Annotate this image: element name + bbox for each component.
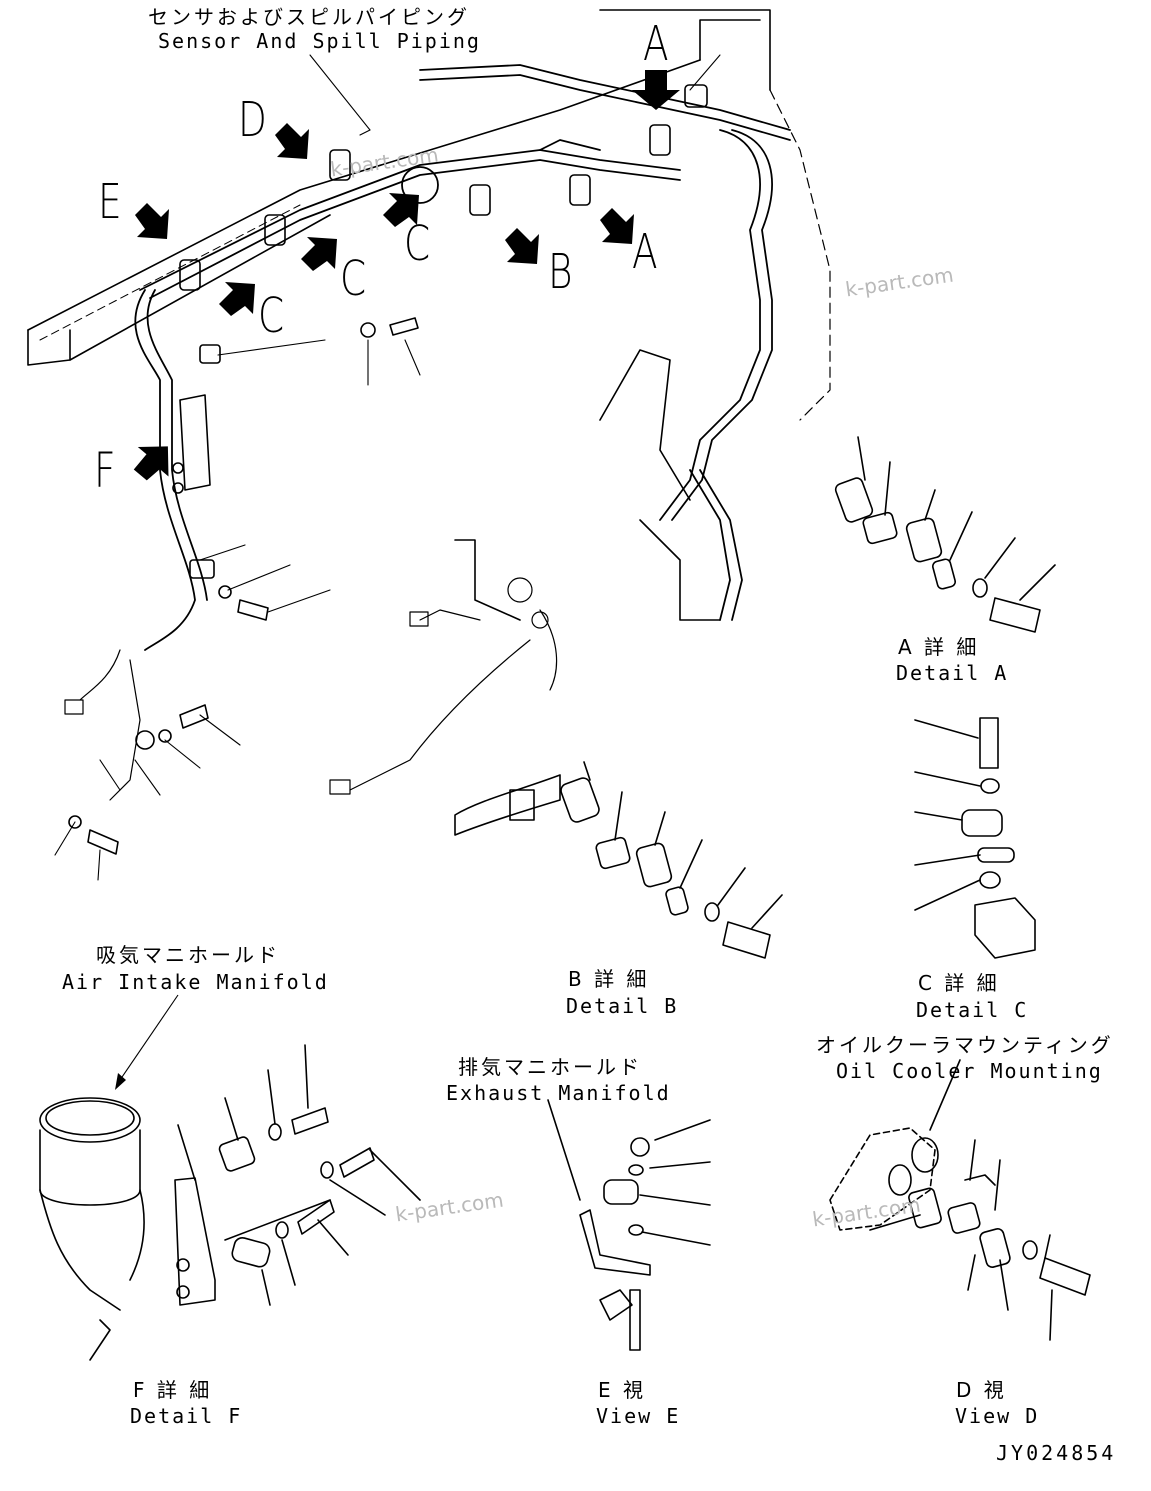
callout-e: E bbox=[98, 174, 122, 230]
exhaust-jp: 排気マニホールド bbox=[458, 1055, 642, 1079]
detail-a-en: Detail A bbox=[896, 661, 1009, 685]
detail-a-jp: A 詳 細 bbox=[898, 635, 980, 659]
callout-d: D bbox=[238, 92, 267, 148]
detail-f-drawing bbox=[39, 1044, 421, 1361]
view-d-en: View D bbox=[955, 1404, 1040, 1428]
callout-c-1: C bbox=[404, 216, 431, 272]
leader-lines bbox=[54, 54, 721, 881]
detail-c-jp: C 詳 細 bbox=[918, 971, 1000, 995]
detail-c-en: Detail C bbox=[916, 998, 1029, 1022]
view-d-jp: D 視 bbox=[956, 1378, 1007, 1402]
arrow-e bbox=[135, 203, 169, 239]
detail-a-drawing bbox=[834, 436, 1056, 633]
arrow-f bbox=[133, 446, 169, 481]
detail-b-jp: B 詳 細 bbox=[568, 967, 650, 991]
arrow-a-right bbox=[600, 208, 634, 244]
title-en: Sensor And Spill Piping bbox=[158, 29, 481, 53]
view-e-en: View E bbox=[596, 1404, 681, 1428]
view-e-jp: E 視 bbox=[598, 1378, 646, 1402]
oil-cooler-en: Oil Cooler Mounting bbox=[836, 1059, 1103, 1083]
callout-a-right: A bbox=[632, 224, 658, 280]
arrow-a-top bbox=[632, 70, 680, 110]
exhaust-en: Exhaust Manifold bbox=[446, 1081, 671, 1105]
callout-b: B bbox=[548, 244, 573, 300]
air-intake-jp: 吸気マニホールド bbox=[96, 943, 280, 967]
detail-f-en: Detail F bbox=[130, 1404, 243, 1428]
main-fasteners bbox=[68, 317, 419, 855]
detail-b-en: Detail B bbox=[566, 994, 679, 1018]
callout-c-3: C bbox=[258, 288, 285, 344]
detail-c-drawing bbox=[914, 717, 1036, 959]
arrow-b bbox=[505, 228, 539, 264]
arrow-c-2 bbox=[301, 237, 337, 271]
callout-f: F bbox=[94, 443, 116, 499]
spill-piping bbox=[134, 64, 791, 651]
detail-b-drawing bbox=[454, 761, 783, 959]
arrow-d bbox=[275, 123, 309, 159]
air-intake-en: Air Intake Manifold bbox=[62, 970, 329, 994]
detail-f-jp: F 詳 細 bbox=[133, 1378, 213, 1402]
arrow-c-3 bbox=[219, 282, 255, 316]
title-jp: センサおよびスピルパイピング bbox=[148, 5, 470, 29]
callout-arrows bbox=[133, 70, 680, 481]
arrow-c-1 bbox=[383, 193, 419, 227]
main-frame bbox=[27, 9, 831, 621]
view-e-drawing bbox=[547, 1099, 711, 1351]
drawing-code: JY024854 bbox=[996, 1441, 1117, 1465]
callout-c-2: C bbox=[340, 251, 367, 307]
view-d-drawing bbox=[829, 1059, 1091, 1341]
pipe-clamps bbox=[172, 84, 708, 579]
oil-cooler-jp: オイルクーラマウンティング bbox=[816, 1033, 1114, 1057]
callout-a-top: A bbox=[643, 16, 669, 72]
